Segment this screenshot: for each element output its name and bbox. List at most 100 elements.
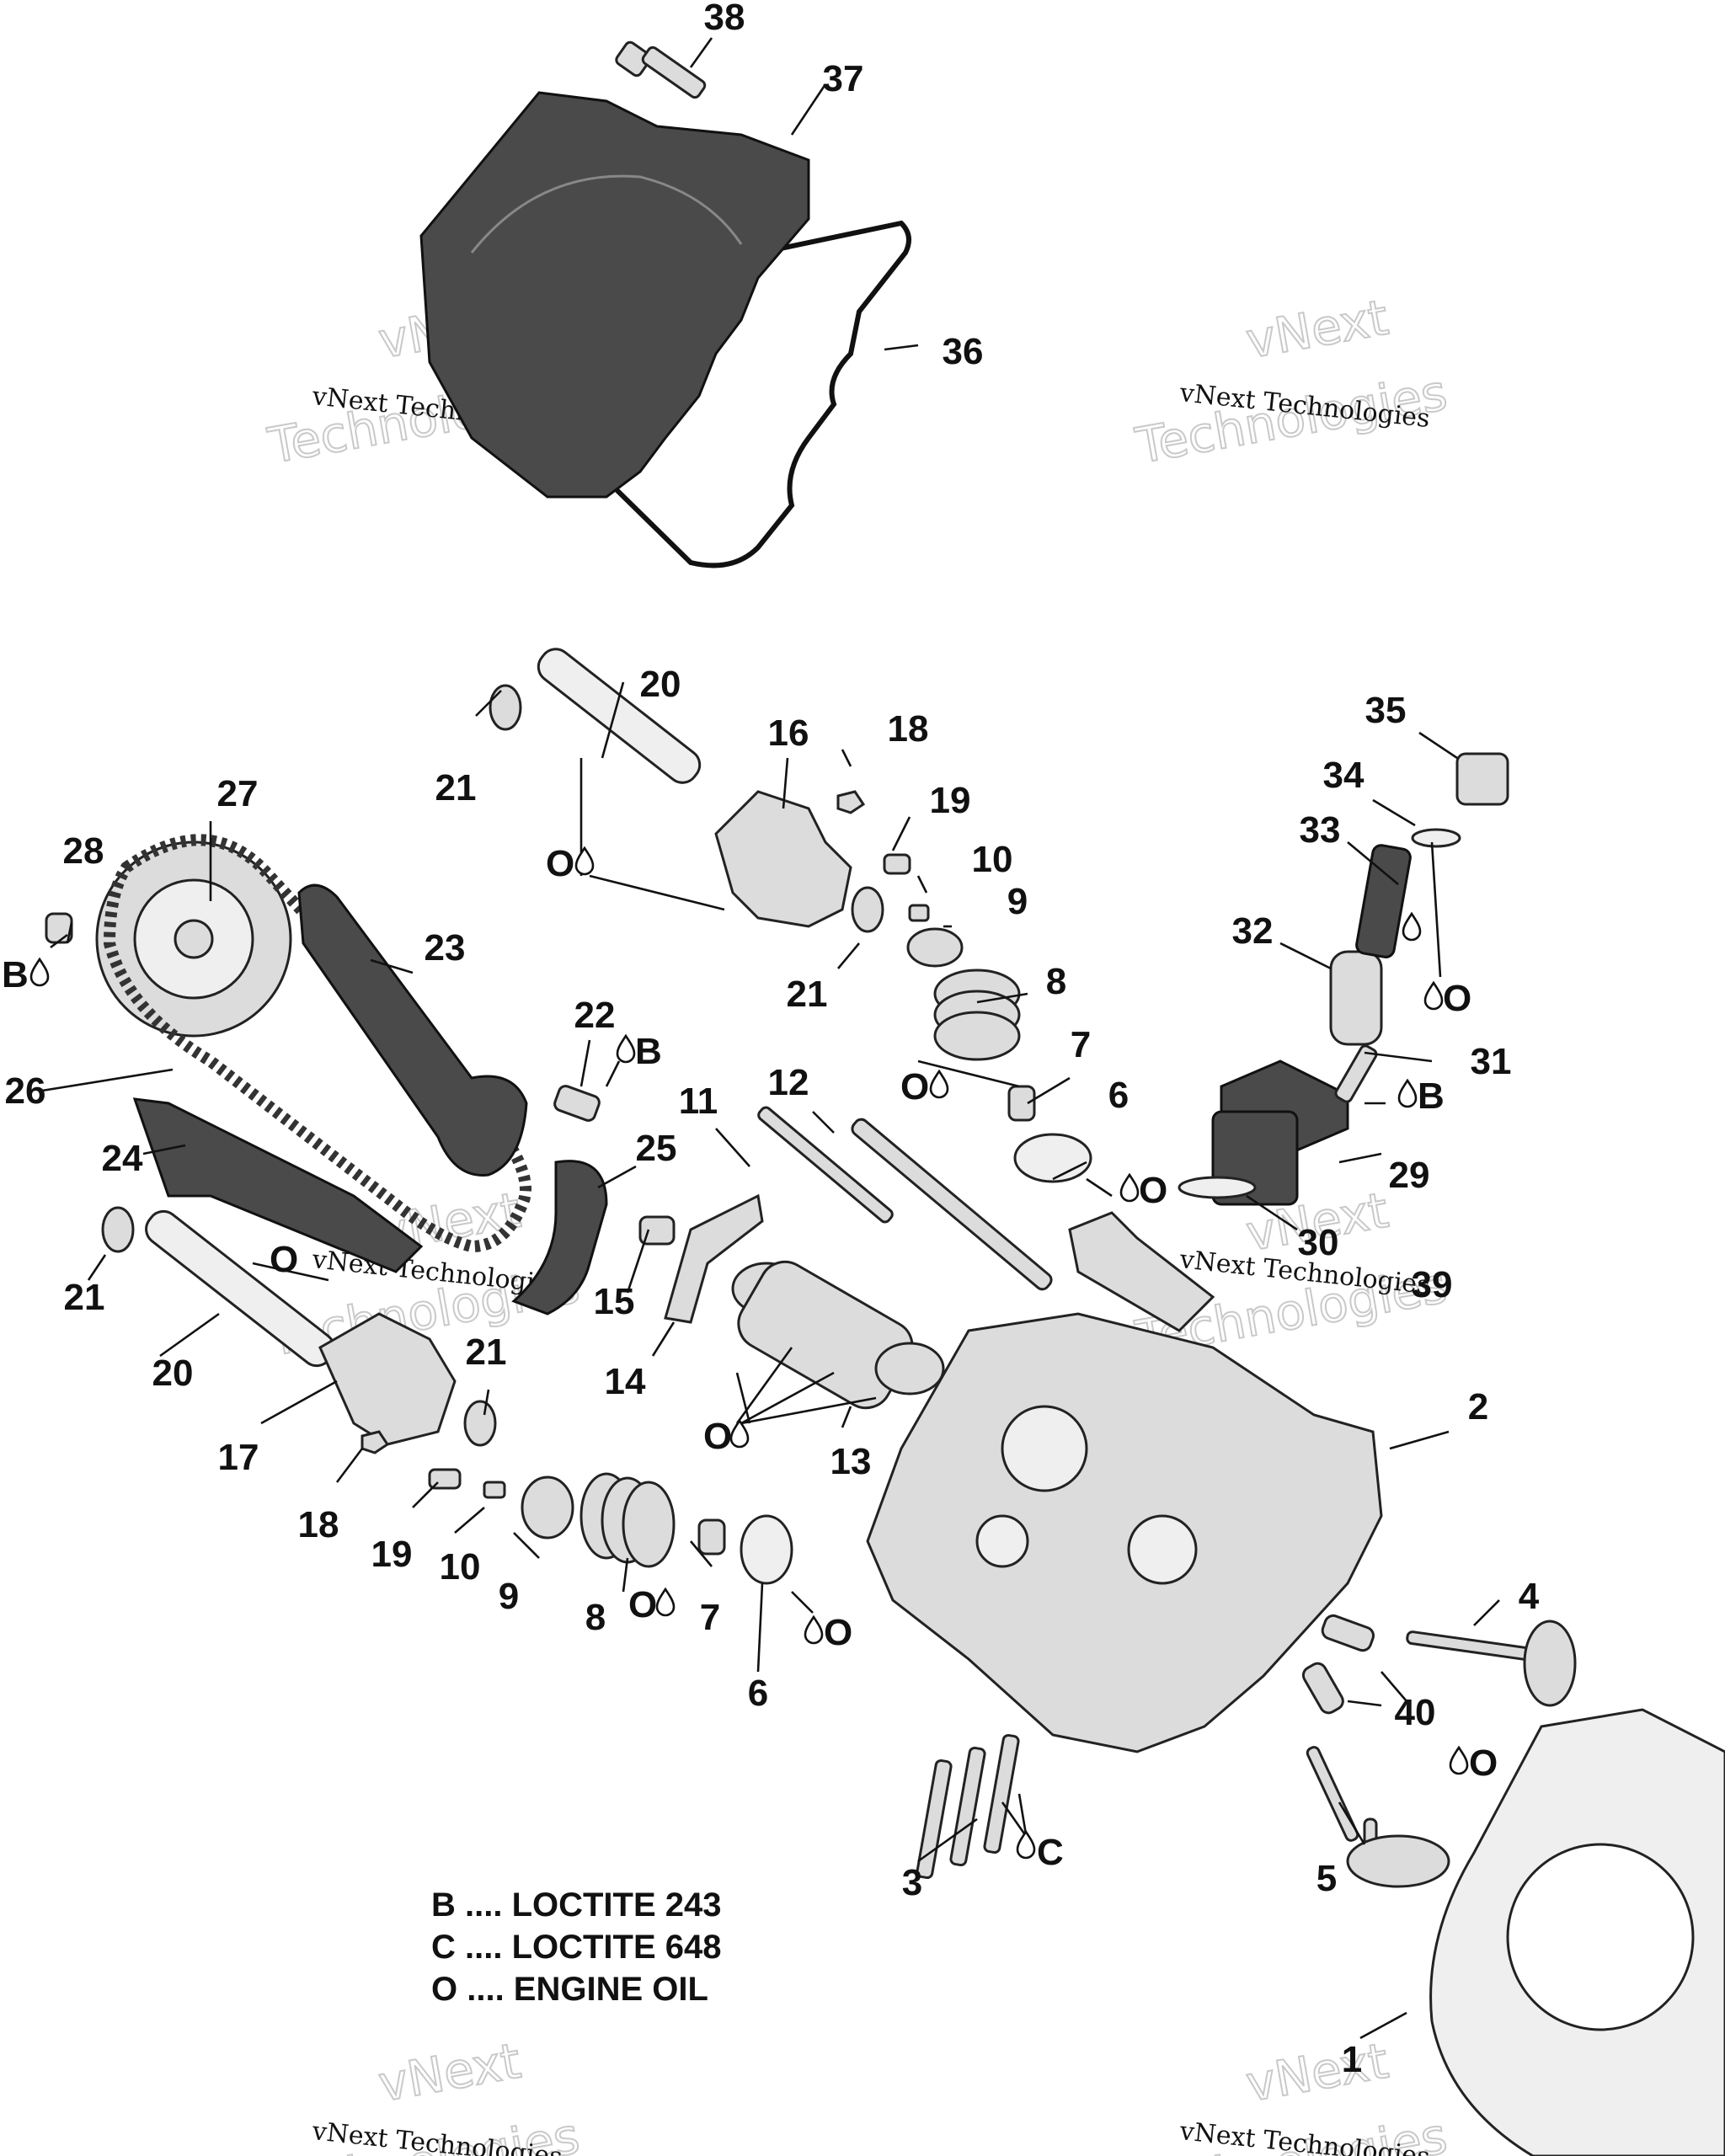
rocker-arm-intake [714,790,852,928]
exhaust-valve [1406,1620,1577,1707]
callout-8-upper: 8 [1046,961,1066,1002]
callout-19-upper: 19 [930,780,971,821]
callout-11: 11 [679,1081,718,1122]
callout-labels: 1 2 3 4 5 6 6 7 7 8 8 9 9 10 10 11 12 13… [5,0,1540,2080]
oil-symbol: O [270,1239,298,1280]
oil-symbol: O [1423,978,1471,1019]
callout-9-upper: 9 [1007,881,1028,922]
valve-spring-upper [933,969,1021,1061]
svg-text:O: O [824,1612,852,1653]
intake-valve [1306,1746,1450,1888]
svg-text:O: O [546,843,574,884]
svg-text:B: B [2,954,29,995]
svg-text:O: O [270,1239,298,1280]
keeper-lower [483,1481,506,1499]
parts [45,40,1725,2156]
svg-text:vNext: vNext [1242,289,1392,370]
svg-text:O: O [1469,1742,1498,1784]
callout-23: 23 [425,927,466,969]
svg-text:vNext: vNext [374,2032,525,2113]
loctite-drop-icon [29,958,50,987]
callout-6-upper: 6 [1108,1075,1129,1116]
callout-20-upper: 20 [640,664,681,705]
svg-text:O: O [1443,978,1471,1019]
callout-22: 22 [574,995,616,1036]
svg-text:B: B [635,1031,662,1072]
valve-cover-gasket [595,220,911,568]
callout-26: 26 [5,1070,46,1112]
callout-27: 27 [217,773,259,814]
callout-33: 33 [1300,809,1341,851]
stud-3 [983,1733,1020,1854]
chain-guide [297,883,528,1177]
tensioner-guide [132,1097,424,1273]
svg-text:O: O [703,1416,732,1457]
callout-4: 4 [1519,1576,1540,1617]
spring-retainer-lower [521,1476,574,1540]
loctite-drop-icon [1016,1830,1036,1860]
callout-15: 15 [594,1281,635,1322]
locknut-upper [836,790,866,814]
callout-34: 34 [1323,755,1365,796]
valve-guide-1 [1321,1614,1375,1652]
legend: B .... LOCTITE 243 C .... LOCTITE 648 O … [431,1886,722,2008]
keeper-upper [908,904,930,922]
callout-19-lower: 19 [371,1534,413,1575]
svg-text:vNext: vNext [1242,2032,1392,2113]
loctite-drop-icon [616,1034,636,1064]
oil-symbol: O [900,1066,949,1107]
callout-6-lower: 6 [748,1673,768,1714]
loctite-243-symbol: B [1397,1075,1445,1117]
callout-10-upper: 10 [972,839,1013,880]
stud-2 [949,1746,986,1867]
valve-seal-upper [1007,1085,1036,1122]
oil-symbol: O [804,1612,852,1653]
upper-chain-guide [511,1160,608,1315]
callout-21-d: 21 [466,1331,507,1373]
callout-7-lower: 7 [700,1597,720,1638]
loctite-drop-icon [1397,1079,1418,1108]
oil-symbol: O [1119,1170,1167,1211]
oil-drop-icon [804,1615,824,1645]
tensioner-spring [1355,844,1412,958]
callout-21-a: 21 [435,767,477,808]
cover-bolt [615,40,707,99]
callout-5: 5 [1316,1858,1337,1899]
camshaft [731,1260,945,1410]
callout-30: 30 [1298,1222,1339,1263]
callout-18-upper: 18 [888,708,929,750]
callout-37: 37 [823,58,864,99]
stud-1 [916,1758,953,1880]
oil-symbol: O [703,1416,750,1457]
timing-chain [103,834,531,1253]
callout-36: 36 [943,331,984,372]
guide-screw [638,1215,676,1246]
oil-symbol: O [1449,1742,1498,1784]
rocker-arm-exhaust [318,1312,457,1446]
callout-24: 24 [102,1138,143,1179]
sealing-washer [1411,828,1461,848]
oil-drop-icon [574,846,595,876]
tensioner-plunger [1329,950,1383,1046]
svg-text:O: O [628,1584,657,1625]
callout-2: 2 [1468,1386,1488,1428]
callout-18-lower: 18 [298,1504,339,1545]
oil-drop-icon [1423,981,1444,1011]
callout-20-lower: 20 [152,1353,194,1394]
callout-29: 29 [1389,1155,1430,1196]
tensioner-plug [1455,752,1509,806]
callout-1: 1 [1342,2039,1362,2080]
callout-12: 12 [768,1062,809,1103]
oil-drop-icon [1402,912,1422,942]
svg-text:B: B [1418,1075,1445,1117]
camshaft-sprocket [95,841,292,1038]
callout-13: 13 [830,1441,872,1482]
tensioner-bolt [1334,1044,1378,1103]
loctite-243-symbol: B [616,1031,662,1072]
oil-symbol: O [1402,912,1422,942]
callout-35: 35 [1365,690,1407,731]
callout-17: 17 [218,1437,259,1478]
adjust-screw-upper [883,853,911,875]
callout-3: 3 [902,1862,922,1903]
legend-c: C .... LOCTITE 648 [431,1929,722,1966]
